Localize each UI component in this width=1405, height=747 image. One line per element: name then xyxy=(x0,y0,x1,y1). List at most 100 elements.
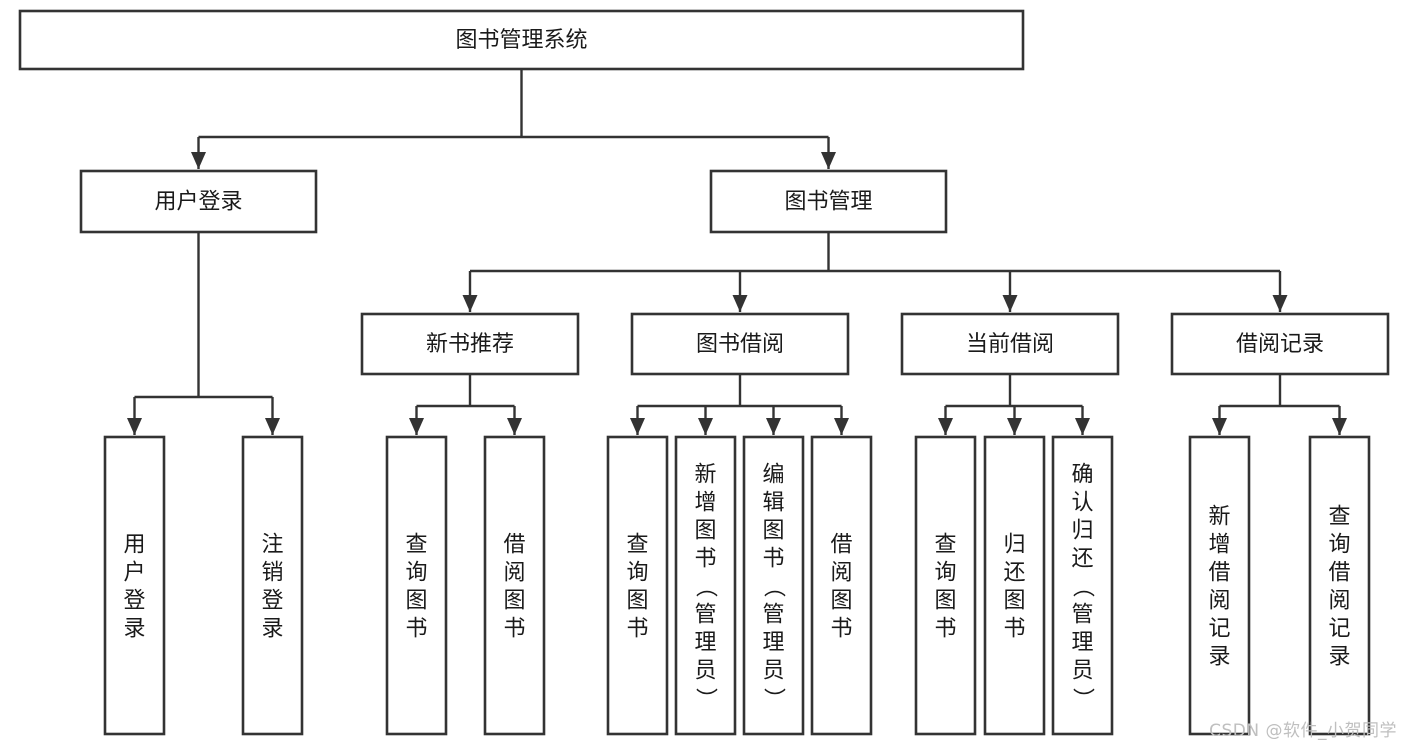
leaf-node-0-1-char: 阅 xyxy=(503,561,525,586)
arrow-head xyxy=(1075,418,1090,435)
leaf-node-3-0-char: 增 xyxy=(1208,533,1230,558)
leaf-node-3-0-rect[interactable] xyxy=(1188,435,1251,736)
leaf-node-3-0-char: 记 xyxy=(1208,617,1230,642)
level3-node-3[interactable]: 借阅记录 xyxy=(1170,312,1390,376)
leaf-node-0-0-char: 书 xyxy=(405,617,427,642)
leaf-node-3-0-char: 阅 xyxy=(1208,589,1230,614)
leaf-node-1-3-char: 书 xyxy=(830,617,852,642)
connector-layer xyxy=(127,69,1347,435)
leaf-node-1-1-char: 图 xyxy=(694,519,716,544)
leaf-node-1-0-char: 书 xyxy=(626,617,648,642)
level3-node-0[interactable]: 新书推荐 xyxy=(360,312,580,376)
leaf-node-0-1-rect[interactable] xyxy=(483,435,546,736)
leaf-node-1-2-char: 书 xyxy=(762,547,784,572)
leaf-node-2-2-rect[interactable] xyxy=(1051,435,1114,736)
level3-node-0-label: 新书推荐 xyxy=(426,332,514,357)
leaf-node-2-2-char: 归 xyxy=(1071,519,1093,544)
leaf-node-1-0-rect[interactable] xyxy=(606,435,669,736)
level3-node-1[interactable]: 图书借阅 xyxy=(630,312,850,376)
leaf-node-2-0-char: 询 xyxy=(934,561,956,586)
arrow-head xyxy=(1332,418,1347,435)
arrow-head xyxy=(821,152,836,169)
leaf-node-1-3-char: 借 xyxy=(830,533,852,558)
leaf-node-0-0-rect[interactable] xyxy=(385,435,448,736)
leaf-node-2-2-char: 认 xyxy=(1071,491,1093,516)
leaf-node-1-0-char: 询 xyxy=(626,561,648,586)
arrow-head xyxy=(507,418,522,435)
level3-node-1-label: 图书借阅 xyxy=(696,332,784,357)
leaf-node-0-0-rect[interactable] xyxy=(103,435,166,736)
leaf-node-3-1-rect[interactable] xyxy=(1308,435,1371,736)
level2-node-1-label: 图书管理 xyxy=(784,190,872,215)
arrow-head xyxy=(127,418,142,435)
leaf-node-3-1-char: 阅 xyxy=(1328,589,1350,614)
leaf-node-2-0-rect[interactable] xyxy=(914,435,977,736)
leaf-node-1-2-char: 管 xyxy=(762,603,784,628)
leaf-node-1-1-rect[interactable] xyxy=(674,435,737,736)
leaf-node-0-0-char: 用 xyxy=(123,533,145,558)
arrow-head xyxy=(766,418,781,435)
leaf-node-2-1-char: 还 xyxy=(1003,561,1025,586)
leaf-node-3-1-char: 录 xyxy=(1328,645,1350,670)
leaf-node-0-0[interactable]: 用户登录 xyxy=(103,435,166,736)
level3-node-2-rect[interactable] xyxy=(900,312,1120,376)
leaf-node-3-1-char: 记 xyxy=(1328,617,1350,642)
leaf-node-1-0-char: 图 xyxy=(626,589,648,614)
level2-node-1[interactable]: 图书管理 xyxy=(709,169,948,234)
level2-node-0[interactable]: 用户登录 xyxy=(79,169,318,234)
leaf-node-0-0-char: 查 xyxy=(405,533,427,558)
level3-node-1-rect[interactable] xyxy=(630,312,850,376)
leaf-node-1-2-rect[interactable] xyxy=(742,435,805,736)
leaf-node-1-3-rect[interactable] xyxy=(810,435,873,736)
level3-node-2[interactable]: 当前借阅 xyxy=(900,312,1120,376)
leaf-node-0-1-char: 销 xyxy=(261,561,283,586)
arrow-head xyxy=(732,295,748,312)
arrow-head xyxy=(462,295,478,312)
leaf-node-3-1-char: 查 xyxy=(1328,505,1350,530)
leaf-node-3-1-char: 询 xyxy=(1328,533,1350,558)
leaf-node-2-1-char: 归 xyxy=(1003,533,1025,558)
leaf-node-1-1-char: 理 xyxy=(694,631,716,656)
leaf-node-1-1-char: 员 xyxy=(694,659,716,684)
leaf-node-1-3-char: 阅 xyxy=(830,561,852,586)
leaf-node-0-1-rect[interactable] xyxy=(241,435,304,736)
leaf-node-2-2-char: 理 xyxy=(1071,631,1093,656)
arrow-head xyxy=(938,418,953,435)
leaf-node-1-2-char: 理 xyxy=(762,631,784,656)
leaf-node-2-2-char: 员 xyxy=(1071,659,1093,684)
level2-node-1-rect[interactable] xyxy=(709,169,948,234)
leaf-node-1-2-char: 图 xyxy=(762,519,784,544)
arrow-head xyxy=(834,418,849,435)
level3-node-3-label: 借阅记录 xyxy=(1236,332,1324,357)
leaf-node-1-1-char: 增 xyxy=(694,491,716,516)
leaf-node-0-1-char: 注 xyxy=(261,533,283,558)
leaf-node-3-1-char: 借 xyxy=(1328,561,1350,586)
arrow-head xyxy=(191,152,206,169)
level3-node-0-rect[interactable] xyxy=(360,312,580,376)
leaf-node-1-1-char: 书 xyxy=(694,547,716,572)
level2-node-0-rect[interactable] xyxy=(79,169,318,234)
leaf-node-1-2-char: （ xyxy=(761,575,786,597)
root-node-rect[interactable] xyxy=(18,9,1025,71)
leaf-node-1-1-char: （ xyxy=(693,575,718,597)
leaf-node-2-1-rect[interactable] xyxy=(983,435,1046,736)
leaf-node-1-2-char: 员 xyxy=(762,659,784,684)
leaf-node-0-1-char: 登 xyxy=(261,589,283,614)
leaf-node-2-2-char: 确 xyxy=(1071,463,1093,488)
root-node[interactable]: 图书管理系统 xyxy=(18,9,1025,71)
level3-node-3-rect[interactable] xyxy=(1170,312,1390,376)
leaf-node-1-1-char: 新 xyxy=(694,463,716,488)
